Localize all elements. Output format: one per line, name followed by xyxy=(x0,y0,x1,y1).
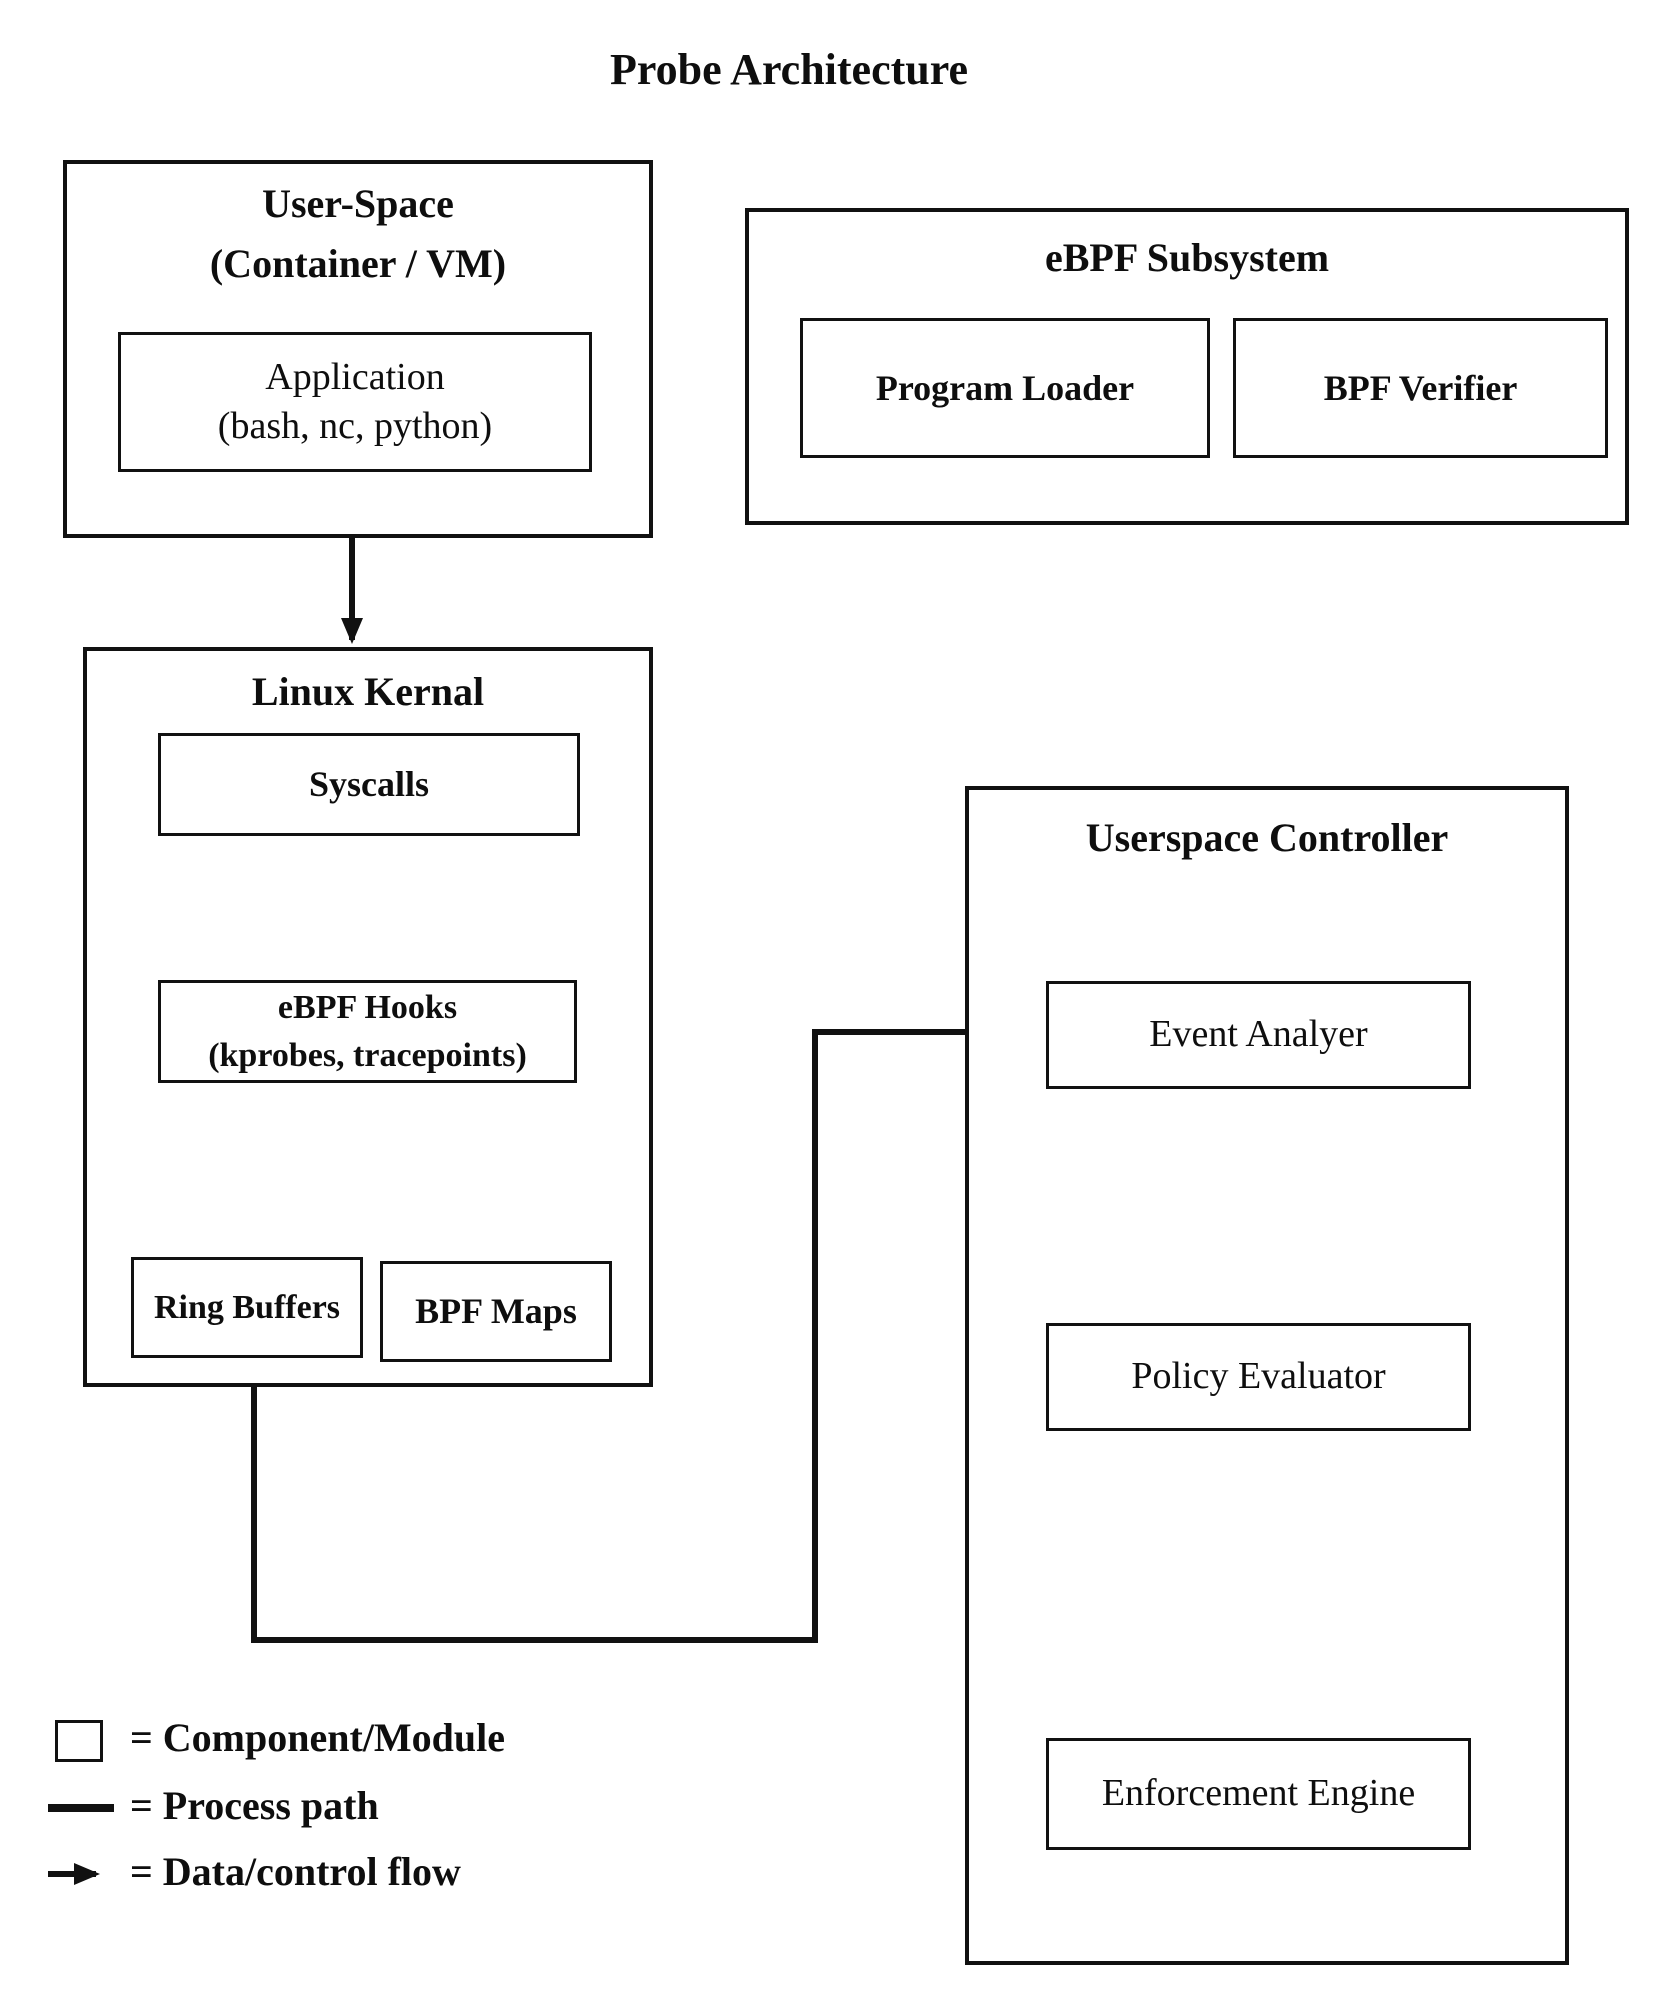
ring-buffers-label: Ring Buffers xyxy=(153,1288,341,1326)
userspace-controller-label: Userspace Controller xyxy=(965,808,1569,868)
user-space-label-line2: (Container / VM) xyxy=(209,241,507,286)
process-path-ringbuffers-to-eventanalyzer xyxy=(251,1021,1040,1643)
bpf-maps-box: BPF Maps xyxy=(380,1261,612,1362)
bpf-verifier-box: BPF Verifier xyxy=(1233,318,1608,458)
application-box: Application (bash, nc, python) xyxy=(118,332,592,472)
ebpf-subsystem-label-text: eBPF Subsystem xyxy=(1044,235,1330,280)
policy-evaluator-box: Policy Evaluator xyxy=(1046,1323,1471,1431)
ring-buffers-box: Ring Buffers xyxy=(131,1257,363,1358)
program-loader-box: Program Loader xyxy=(800,318,1210,458)
application-label-line2: (bash, nc, python) xyxy=(217,405,493,447)
syscalls-label: Syscalls xyxy=(308,764,430,805)
linux-kernel-label-text: Linux Kernal xyxy=(251,669,485,714)
application-label-line1: Application xyxy=(265,355,445,398)
syscalls-box: Syscalls xyxy=(158,733,580,836)
enforcement-engine-label: Enforcement Engine xyxy=(1101,1772,1416,1815)
ebpf-subsystem-label: eBPF Subsystem xyxy=(745,228,1629,288)
page-title: Probe Architecture xyxy=(0,44,1654,95)
event-analyzer-box: Event Analyer xyxy=(1046,981,1471,1089)
legend-component-label: = Component/Module xyxy=(130,1715,506,1760)
bpf-maps-label: BPF Maps xyxy=(415,1291,577,1332)
ebpf-hooks-box: eBPF Hooks (kprobes, tracepoints) xyxy=(158,980,577,1083)
program-loader-label: Program Loader xyxy=(875,367,1135,408)
policy-evaluator-label: Policy Evaluator xyxy=(1131,1355,1386,1398)
enforcement-engine-box: Enforcement Engine xyxy=(1046,1738,1471,1850)
event-analyzer-label: Event Analyer xyxy=(1149,1013,1368,1056)
legend-process-path-label: = Process path xyxy=(130,1783,379,1828)
user-space-label: User-Space (Container / VM) xyxy=(63,174,653,294)
ebpf-hooks-label-line2: (kprobes, tracepoints) xyxy=(208,1036,527,1074)
legend-box-symbol xyxy=(55,1720,103,1762)
bpf-verifier-label: BPF Verifier xyxy=(1323,367,1518,408)
legend-data-flow-label: = Data/control flow xyxy=(130,1849,461,1894)
user-space-label-line1: User-Space xyxy=(262,181,454,226)
page-title-text: Probe Architecture xyxy=(609,45,968,94)
ebpf-hooks-label-line1: eBPF Hooks xyxy=(277,988,458,1026)
userspace-controller-label-text: Userspace Controller xyxy=(1085,815,1449,860)
linux-kernel-label: Linux Kernal xyxy=(83,662,653,722)
